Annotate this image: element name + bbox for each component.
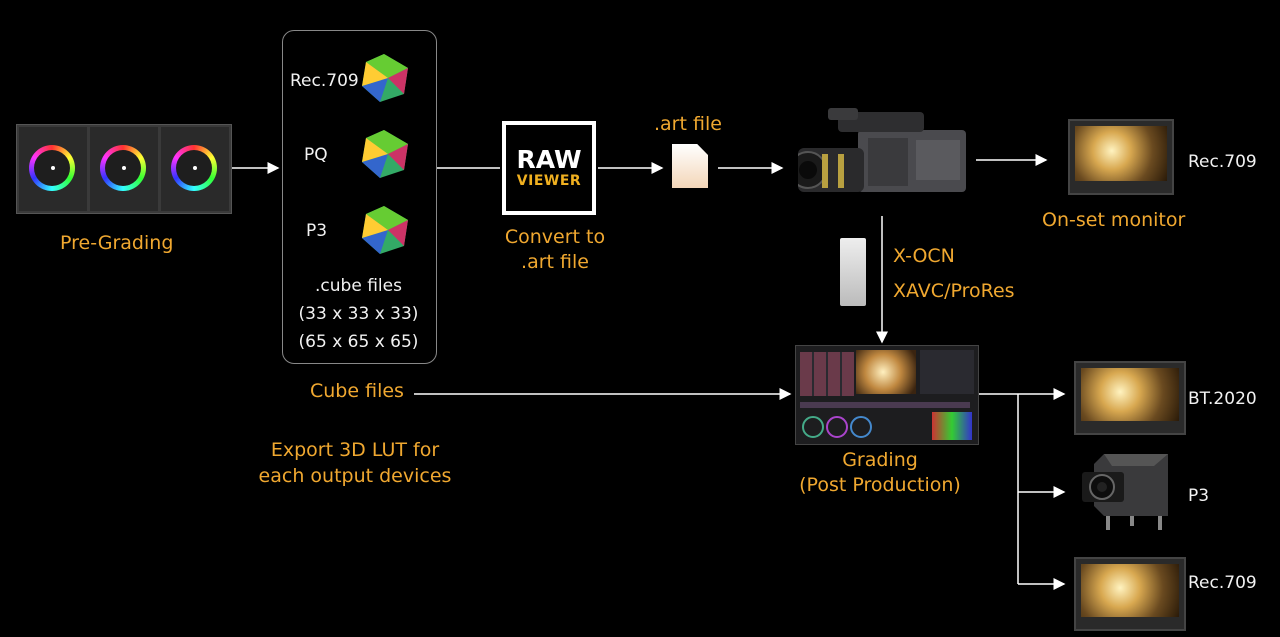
raw-viewer-logo-line1: RAW [516,145,582,174]
grading-caption-line2: (Post Production) [799,474,961,496]
rec709-monitor-icon [1074,557,1186,631]
color-wheels-panel [16,124,232,214]
color-wheel-gamma [89,127,158,211]
cube-files-box [282,30,437,364]
lut-label-rec709: Rec.709 [290,71,359,91]
onset-monitor-icon [1068,119,1174,195]
cube-size-65: (65 x 65 x 65) [298,332,419,352]
gamut-cube-icon-rec709 [362,54,408,102]
export-note-line1: Export 3D LUT for [270,439,440,461]
lut-label-pq: PQ [304,145,328,165]
convert-caption-line1: Convert to [504,226,606,248]
format-xavc-prores: XAVC/ProRes [893,280,1015,302]
gamut-cube-icon-pq [362,130,408,178]
art-file-label: .art file [654,113,722,135]
cinema-camera-icon [798,108,966,192]
convert-caption-line2: .art file [521,251,589,273]
output-label-p3: P3 [1188,486,1210,506]
memory-card-icon [840,238,866,306]
color-wheel-lift [18,127,87,211]
onset-monitor-caption: On-set monitor [1042,209,1186,231]
cube-files-label: .cube files [315,276,402,296]
export-note-line2: each output devices [258,465,452,487]
pre-grading-label: Pre-Grading [60,232,174,254]
raw-viewer-logo: RAW VIEWER [502,121,596,215]
output-label-rec709: Rec.709 [1188,573,1257,593]
lut-label-p3: P3 [306,221,328,241]
format-xocn: X-OCN [893,245,955,267]
cube-files-input-label: Cube files [310,380,404,402]
bt2020-monitor-icon [1074,361,1186,435]
gamut-cube-icon-p3 [362,206,408,254]
projector-icon [1082,454,1168,530]
art-file-icon [672,144,708,188]
grading-caption-line1: Grading [842,449,918,471]
color-wheel-gain [161,127,230,211]
grading-software-screenshot [795,345,979,445]
onset-output-label: Rec.709 [1188,152,1257,172]
output-label-bt2020: BT.2020 [1188,389,1257,409]
cube-size-33: (33 x 33 x 33) [298,304,419,324]
raw-viewer-logo-line2: VIEWER [516,173,582,189]
